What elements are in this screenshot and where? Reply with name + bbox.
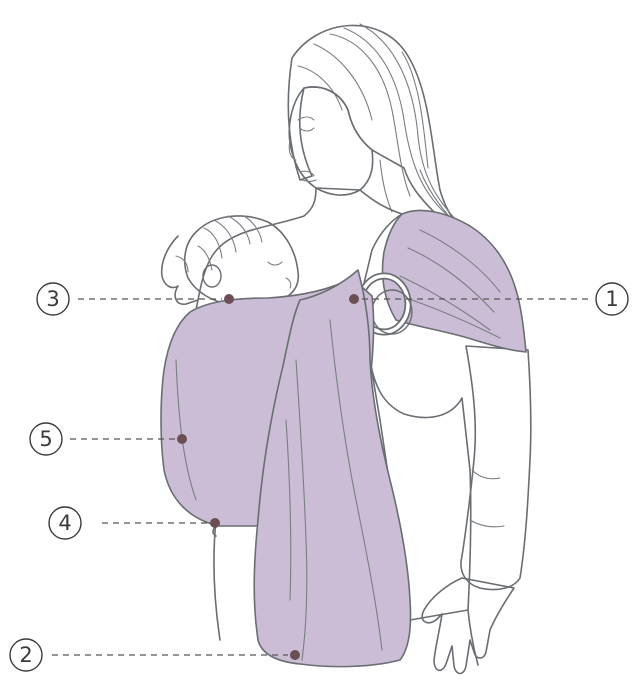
callout-dot-1 xyxy=(349,294,359,304)
callout-4: 4 xyxy=(49,507,81,539)
callout-5-number: 5 xyxy=(39,427,52,451)
callout-3: 3 xyxy=(37,283,69,315)
callout-3-number: 3 xyxy=(46,287,59,311)
sling-body xyxy=(161,270,411,667)
mother-arm xyxy=(422,346,531,674)
sling-shoulder xyxy=(383,210,527,352)
callout-2-number: 2 xyxy=(19,643,32,667)
callout-1-number: 1 xyxy=(605,287,618,311)
callout-dot-4 xyxy=(210,518,220,528)
callout-2: 2 xyxy=(10,639,42,671)
callout-dot-5 xyxy=(177,434,187,444)
baby-head xyxy=(162,216,299,304)
callout-5: 5 xyxy=(30,423,62,455)
callout-dot-2 xyxy=(290,650,300,660)
callout-dot-3 xyxy=(224,294,234,304)
callout-4-number: 4 xyxy=(58,511,71,535)
callout-1: 1 xyxy=(596,283,628,315)
